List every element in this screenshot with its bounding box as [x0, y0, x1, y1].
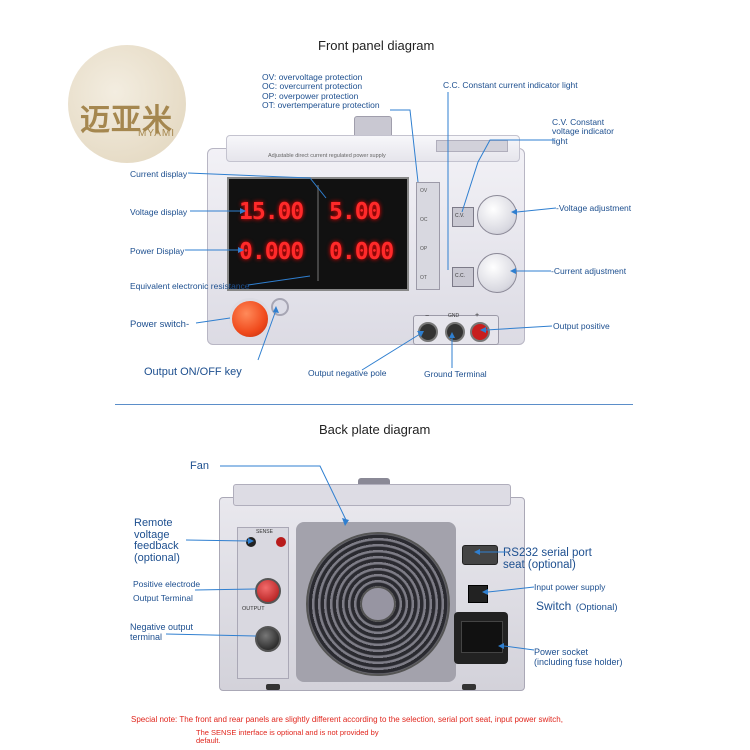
input-power-switch[interactable] [468, 585, 488, 603]
positive-electrode-line-1: Positive electrode [133, 579, 201, 589]
sense-note-line-1: The SENSE interface is optional and is n… [196, 728, 379, 737]
fan-hub [360, 586, 396, 622]
remote-line-2: voltage [134, 528, 170, 541]
voltage-knob[interactable] [477, 195, 517, 235]
output-onoff-button[interactable] [271, 298, 289, 316]
back-top-strip [233, 484, 511, 506]
power-readout: 0.000 [239, 239, 304, 265]
negative-terminal[interactable] [418, 322, 438, 342]
indicator-oc: OC [420, 217, 428, 223]
power-socket-inner [461, 621, 503, 653]
power-switch-label: Power switch- [130, 319, 190, 330]
protection-indicator-panel: OV OC OP OT [416, 182, 440, 290]
input-power-label: Input power supply [534, 582, 606, 592]
rs232-port[interactable] [462, 545, 498, 565]
cv-indicator-light: C.V. [452, 207, 474, 227]
sense-note: The SENSE interface is optional and is n… [196, 729, 379, 745]
voltage-display-label: Voltage display [130, 207, 188, 217]
output-onoff-label: Output ON/OFF key [144, 366, 242, 378]
rear-foot-left [266, 684, 280, 690]
rear-terminal-plate [237, 527, 289, 679]
power-socket-line-2: (including fuse holder) [534, 656, 623, 667]
power-display-label: Power Display [130, 246, 185, 256]
sense-text: SENSE [256, 529, 273, 535]
power-socket-line-1: Power socket [534, 647, 589, 657]
terminal-gnd-label: GND [448, 313, 460, 319]
current-adjustment-label: -Current adjustment [551, 266, 627, 276]
switch-label-note: (Optional) [575, 602, 618, 613]
positive-terminal[interactable] [470, 322, 490, 342]
power-switch-button[interactable] [229, 298, 271, 340]
output-text: OUTPUT [242, 606, 265, 612]
rs232-line-1: RS232 serial port [503, 547, 592, 559]
output-negative-label: Output negative pole [308, 368, 387, 378]
remote-line-4: (optional) [134, 551, 180, 564]
ground-terminal-label: Ground Terminal [424, 369, 487, 379]
terminal-plus-label: + [475, 312, 480, 319]
remote-line-1: Remote [134, 517, 173, 529]
negative-output-line-1: Negative output [130, 622, 194, 632]
section-divider [115, 404, 633, 405]
current-readout: 5.00 [329, 199, 381, 225]
fan-grill [306, 532, 450, 676]
rs232-label: RS232 serial port seat (optional) [503, 547, 592, 571]
cv-text: C.V. [455, 213, 465, 219]
switch-label-main: Switch [536, 599, 572, 613]
cv-light-label: C.V. Constant voltage indicator light [552, 117, 614, 146]
resistance-readout: 0.000 [329, 239, 394, 265]
cv-label-line-1: C.V. Constant [552, 117, 605, 127]
voltage-readout: 15.00 [239, 199, 304, 225]
front-panel-title: Front panel diagram [318, 38, 435, 53]
front-strip-text: Adjustable direct current regulated powe… [268, 153, 386, 159]
cv-label-line-3: light [552, 135, 568, 146]
indicator-ot: OT [420, 275, 427, 281]
cc-indicator-light: C.C. [452, 267, 474, 287]
cv-label-line-2: voltage indicator [552, 126, 614, 137]
back-plate-title: Back plate diagram [319, 422, 431, 437]
cc-light-label: C.C. Constant current indicator light [443, 80, 578, 90]
front-vent-slot [436, 140, 508, 152]
rear-positive-post[interactable] [255, 578, 281, 604]
logo-latin-text: MYAMI [138, 128, 176, 139]
remote-line-3: feedback [134, 540, 179, 553]
output-positive-label: Output positive [553, 321, 610, 331]
rs232-line-2: seat (optional) [503, 559, 576, 572]
switch-label: Switch (Optional) [536, 597, 618, 615]
rear-negative-post[interactable] [255, 626, 281, 652]
cc-text: C.C. [455, 273, 465, 279]
sense-plus-jack[interactable] [276, 537, 286, 547]
legend-ot: OT: overtemperature protection [262, 100, 380, 111]
negative-output-line-2: terminal [130, 631, 163, 642]
fan-label: Fan [190, 460, 209, 472]
protection-legend: OV: overvoltage protection OC: overcurre… [262, 72, 380, 111]
indicator-ov: OV [420, 188, 428, 194]
resistance-label: Equivalent electronic resistance [130, 281, 250, 291]
legend-op: OP: overpower protection [262, 90, 359, 101]
ground-terminal[interactable] [445, 322, 465, 342]
current-knob[interactable] [477, 253, 517, 293]
logo-globe [68, 45, 186, 163]
power-socket-label: Power socket (including fuse holder) [534, 647, 623, 668]
indicator-op: OP [420, 246, 428, 252]
display-panel: 15.00 5.00 0.000 0.000 [227, 177, 409, 291]
negative-output-label: Negative output terminal [130, 622, 194, 643]
display-divider [317, 185, 319, 281]
sense-note-line-2: default. [196, 735, 221, 745]
voltage-adjustment-label: -Voltage adjustment [556, 203, 632, 213]
legend-ov: OV: overvoltage protection [262, 72, 363, 82]
legend-oc: OC: overcurrent protection [262, 81, 363, 92]
positive-electrode-label: Positive electrode Output Terminal [133, 578, 200, 605]
terminal-minus-label: − [425, 313, 430, 320]
special-note: Special note: The front and rear panels … [131, 715, 563, 724]
current-display-label: Current display [130, 169, 188, 179]
logo-chinese-text: 迈亚米 [80, 103, 173, 138]
rear-foot-right [462, 684, 476, 690]
remote-feedback-label: Remote voltage feedback (optional) [134, 517, 180, 564]
positive-electrode-line-2: Output Terminal [133, 592, 193, 603]
sense-minus-jack[interactable] [246, 537, 256, 547]
